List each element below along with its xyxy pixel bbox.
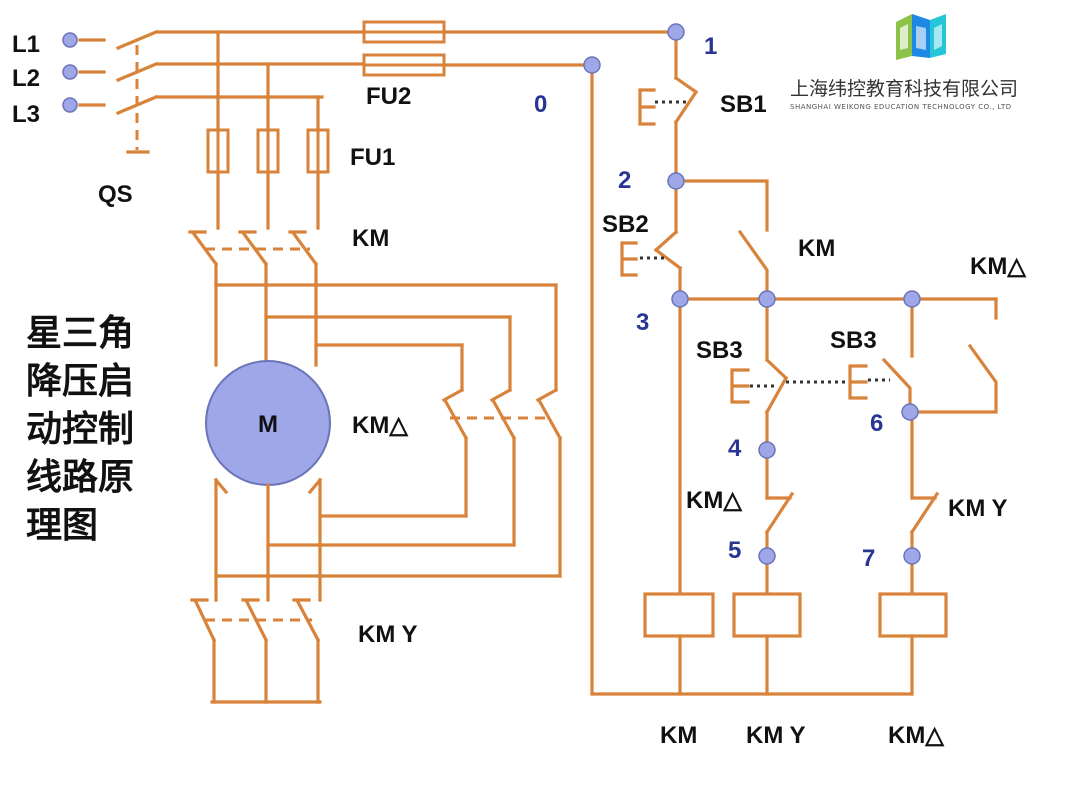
- node-number-4: 4: [728, 435, 742, 462]
- km-main-contacts: [188, 230, 319, 287]
- node-number-7: 7: [862, 545, 875, 572]
- control-circuit: SB1 SB2 KM KM△: [534, 23, 1027, 749]
- terminal-l2: [62, 64, 78, 80]
- label-km-main: KM: [352, 225, 389, 252]
- control-feed: [442, 30, 678, 67]
- return-line: [590, 63, 914, 696]
- fu1-fuses: [206, 128, 330, 174]
- node-number-5: 5: [728, 537, 741, 564]
- terminal-l3: [62, 97, 78, 113]
- label-km-delta-interlock: KM△: [686, 487, 743, 514]
- label-km-delta-hold: KM△: [970, 253, 1027, 280]
- label-fu1: FU1: [350, 144, 395, 171]
- fu2-fuses: [362, 20, 446, 77]
- node-number-2: 2: [618, 167, 631, 194]
- node-3: [671, 290, 689, 308]
- sb3-right-button: [848, 357, 912, 414]
- coil-label-km-y: KM Y: [746, 722, 806, 749]
- km-delta-contacts: [441, 387, 563, 578]
- node-6: [901, 403, 919, 421]
- logo-company-name-en: SHANGHAI WEIKONG EDUCATION TECHNOLOGY CO…: [790, 103, 1012, 111]
- label-km-delta: KM△: [352, 412, 409, 439]
- node-3-right: [903, 290, 921, 308]
- label-motor: M: [258, 411, 278, 438]
- power-circuit: L1 L2 L3 QS FU2: [12, 20, 678, 704]
- title-line-3: 动控制: [26, 409, 134, 450]
- label-sb2: SB2: [602, 211, 649, 238]
- label-sb3-left: SB3: [696, 337, 743, 364]
- coil-km-delta: [878, 592, 948, 696]
- title-line-5: 理图: [26, 505, 98, 546]
- label-qs: QS: [98, 181, 133, 208]
- node-4: [758, 441, 776, 459]
- node-1: [667, 23, 685, 41]
- km-y-contacts: [190, 598, 322, 704]
- sb2-start-button: [620, 229, 683, 301]
- terminal-l1: [62, 32, 78, 48]
- label-l3: L3: [12, 101, 40, 128]
- title-line-4: 线路原: [26, 457, 134, 498]
- logo-mark-icon: [896, 14, 946, 60]
- title-line-2: 降压启: [26, 361, 134, 402]
- coil-label-km-delta: KM△: [888, 722, 945, 749]
- node-5: [758, 547, 776, 565]
- diagram-title: 星三角 降压启 动控制 线路原 理图: [26, 313, 134, 546]
- label-l1: L1: [12, 31, 40, 58]
- node-2: [667, 172, 685, 190]
- node-number-3: 3: [636, 309, 649, 336]
- label-l2: L2: [12, 65, 40, 92]
- coil-km: [643, 592, 715, 696]
- km-delta-hold-contact: [910, 343, 998, 414]
- node-0: [583, 56, 601, 74]
- motor-icon: M: [205, 360, 331, 486]
- node-number-0: 0: [534, 91, 547, 118]
- qs-isolator-switch: [78, 29, 159, 154]
- km-hold-contact: [737, 229, 769, 301]
- label-km-y: KM Y: [358, 621, 418, 648]
- sb1-stop-button: [638, 75, 699, 183]
- label-fu2: FU2: [366, 83, 411, 110]
- node-number-1: 1: [704, 33, 717, 60]
- phase-bus: [156, 30, 366, 66]
- logo-company-name-cn: 上海纬控教育科技有限公司: [790, 78, 1018, 100]
- label-km-hold: KM: [798, 235, 835, 262]
- label-sb3-right: SB3: [830, 327, 877, 354]
- label-km-y-interlock: KM Y: [948, 495, 1008, 522]
- company-logo: 上海纬控教育科技有限公司 SHANGHAI WEIKONG EDUCATION …: [790, 14, 1018, 111]
- km-delta-interlock-contact: [764, 491, 795, 558]
- coil-km-y: [732, 592, 802, 696]
- node-7: [903, 547, 921, 565]
- node-number-6: 6: [870, 410, 883, 437]
- node-3-km: [758, 290, 776, 308]
- label-sb1: SB1: [720, 91, 767, 118]
- km-y-interlock-contact: [909, 491, 940, 558]
- coil-label-km: KM: [660, 722, 697, 749]
- title-line-1: 星三角: [26, 313, 134, 354]
